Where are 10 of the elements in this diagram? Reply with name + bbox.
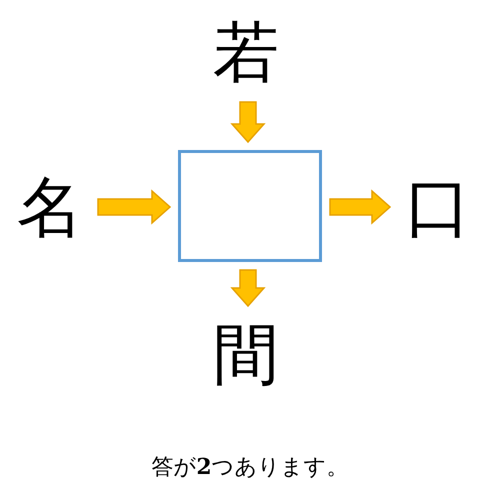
block-arrow — [230, 269, 266, 308]
kanji-character: 若 — [206, 12, 286, 94]
block-arrow — [230, 101, 266, 144]
block-arrow — [329, 189, 392, 225]
answer-box — [178, 150, 322, 262]
kanji-character: 名 — [10, 168, 90, 248]
kanji-character: 口 — [398, 168, 478, 248]
instruction-text: 答が2つあります。 — [151, 455, 349, 480]
block-arrow — [97, 189, 172, 225]
kanji-character: 間 — [206, 314, 286, 396]
